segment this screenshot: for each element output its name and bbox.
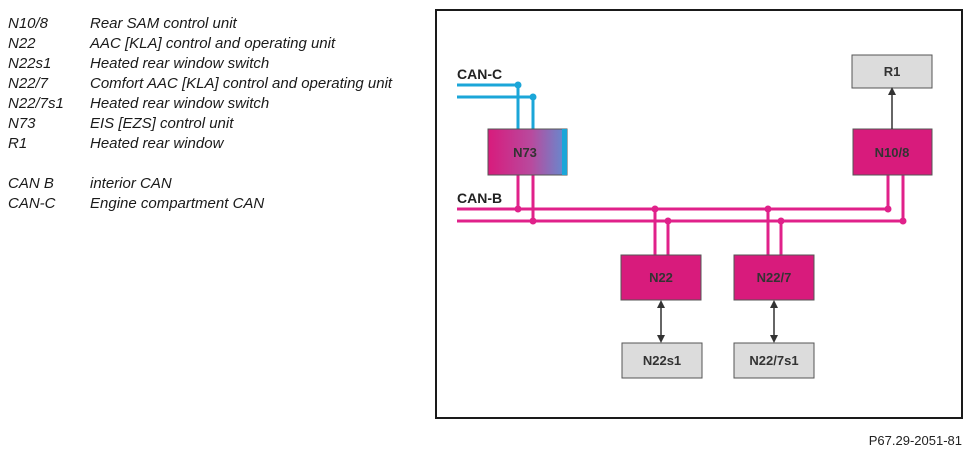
legend-item: N22/7s1 Heated rear window switch (8, 94, 392, 114)
can-b-label: CAN-B (457, 190, 502, 206)
legend-code: CAN B (8, 175, 54, 192)
can-network-diagram: CAN-C CAN-B N73 N10/8 R1 N22 N22/7 (457, 54, 933, 379)
n10-8-label: N10/8 (875, 145, 910, 160)
n22-7s1-label: N22/7s1 (749, 353, 798, 368)
can-c-junction (514, 81, 522, 89)
legend-bus-item: CAN-C Engine compartment CAN (8, 194, 392, 214)
legend-item: N22s1 Heated rear window switch (8, 54, 392, 74)
n22s1-switch: N22s1 (621, 342, 703, 379)
n22s1-label: N22s1 (643, 353, 681, 368)
legend-desc: Engine compartment CAN (90, 195, 265, 212)
r1-heated-rear-window: R1 (851, 54, 933, 89)
legend-desc: Rear SAM control unit (90, 15, 237, 32)
legend-bus-item: CAN B interior CAN (8, 174, 392, 194)
can-b-junction (777, 217, 785, 225)
legend-code: N22 (8, 35, 36, 52)
legend-code: N10/8 (8, 15, 49, 32)
legend-item: N22 AAC [KLA] control and operating unit (8, 34, 392, 54)
can-b-junction (651, 205, 659, 213)
legend-desc: Heated rear window (90, 135, 224, 152)
legend-desc: EIS [EZS] control unit (90, 115, 234, 132)
legend-code: CAN-C (8, 195, 56, 212)
legend-code: N22/7s1 (8, 95, 64, 112)
can-b-junction (514, 205, 522, 213)
legend-desc: Heated rear window switch (90, 55, 270, 72)
r1-label: R1 (884, 64, 901, 79)
legend-item: N10/8 Rear SAM control unit (8, 14, 392, 34)
figure-reference-code: P67.29-2051-81 (868, 433, 962, 448)
can-b-junction (764, 205, 772, 213)
diagram-frame: CAN-C CAN-B N73 N10/8 R1 N22 N22/7 (435, 9, 963, 419)
legend-code: N22s1 (8, 55, 52, 72)
can-b-bus (457, 175, 907, 255)
legend-code: N22/7 (8, 75, 49, 92)
n10-8-control-unit: N10/8 (852, 128, 933, 176)
can-b-junction (884, 205, 892, 213)
n22-7-control-unit: N22/7 (733, 254, 815, 301)
can-c-bus (457, 81, 537, 129)
legend-spacer (8, 154, 392, 174)
legend-code: R1 (8, 135, 28, 152)
n73-control-unit: N73 (487, 128, 568, 176)
legend-item: N73 EIS [EZS] control unit (8, 114, 392, 134)
can-b-junction (529, 217, 537, 225)
legend: N10/8 Rear SAM control unit N22 AAC [KLA] … (8, 14, 392, 214)
legend-code: N73 (8, 115, 36, 132)
legend-desc: AAC [KLA] control and operating unit (90, 35, 336, 52)
legend-desc: Comfort AAC [KLA] control and operating … (90, 75, 393, 92)
can-c-junction (529, 93, 537, 101)
legend-item: R1 Heated rear window (8, 134, 392, 154)
legend-item: N22/7 Comfort AAC [KLA] control and opera… (8, 74, 392, 94)
can-c-label: CAN-C (457, 66, 502, 82)
can-b-junction (664, 217, 672, 225)
legend-desc: Heated rear window switch (90, 95, 270, 112)
n22-7s1-switch: N22/7s1 (733, 342, 815, 379)
n22-label: N22 (649, 270, 673, 285)
n22-control-unit: N22 (620, 254, 702, 301)
can-b-junction (899, 217, 907, 225)
n22-7-label: N22/7 (757, 270, 792, 285)
n73-label: N73 (513, 145, 537, 160)
legend-desc: interior CAN (90, 175, 172, 192)
